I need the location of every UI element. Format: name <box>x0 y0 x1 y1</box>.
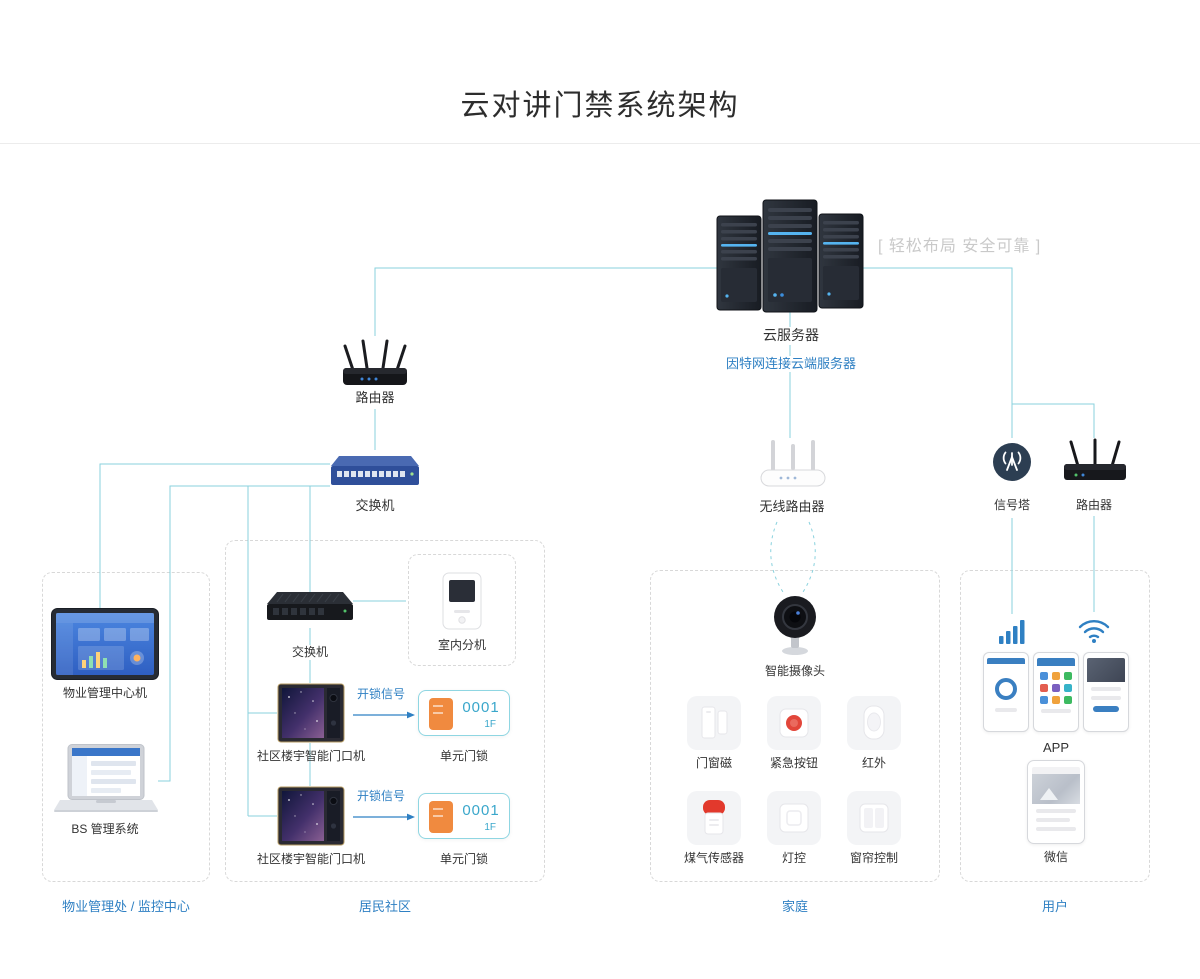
light-control-label: 灯控 <box>781 851 807 865</box>
lock-2-floor: 1F <box>484 822 496 833</box>
main-switch-label: 交换机 <box>355 498 395 513</box>
user-section-label: 用户 <box>1041 899 1069 914</box>
router-left-label: 路由器 <box>349 390 401 407</box>
curtain-control-icon <box>859 803 889 833</box>
unlock-signal-2-label: 开锁信号 <box>356 789 406 803</box>
device-tile-light <box>767 791 821 845</box>
door-station-2-device <box>277 786 345 846</box>
app-dial-ring <box>995 678 1017 700</box>
device-tile-gas <box>687 791 741 845</box>
signal-bars-icon <box>999 620 1025 644</box>
emergency-button-label: 紧急按钮 <box>769 756 819 770</box>
community-switch-icon <box>267 592 353 620</box>
header-divider <box>0 143 1200 144</box>
device-tile-door-window <box>687 696 741 750</box>
network-wires <box>99 267 1095 817</box>
lock-1-number: 0001 <box>462 699 500 716</box>
property-section-label: 物业管理处 / 监控中心 <box>62 899 190 914</box>
internet-link-label: 因特网连接云端服务器 <box>719 356 863 373</box>
signal-tower-label: 信号塔 <box>993 498 1031 512</box>
wechat-phone-screen <box>1032 767 1080 837</box>
infrared-label: 红外 <box>861 756 887 770</box>
app-phone-1 <box>983 652 1029 732</box>
property-center-label: 物业管理中心机 <box>62 686 148 700</box>
home-section-label: 家庭 <box>781 899 809 914</box>
cloud-server-label: 云服务器 <box>757 327 825 345</box>
bs-system-device <box>54 744 158 812</box>
wireless-router-label: 无线路由器 <box>759 499 825 514</box>
wireless-router-icon <box>760 440 826 487</box>
gas-sensor-label: 煤气传感器 <box>683 851 745 865</box>
router-right-label: 路由器 <box>1075 498 1113 512</box>
wireless-link-dashes <box>770 521 816 593</box>
device-tile-infrared <box>847 696 901 750</box>
wechat-article-image <box>1032 774 1080 804</box>
lock-door-icon <box>429 801 453 833</box>
indoor-unit-label: 室内分机 <box>437 638 487 652</box>
app-icon-grid <box>1037 672 1075 704</box>
wechat-label: 微信 <box>1043 850 1069 864</box>
app-label: APP <box>1042 740 1070 755</box>
door-station-1-device <box>277 683 345 743</box>
router-left-icon <box>343 339 407 385</box>
device-tile-emergency <box>767 696 821 750</box>
signal-tower-icon <box>993 443 1031 481</box>
wifi-icon <box>1078 620 1110 643</box>
router-right-icon <box>1064 438 1126 480</box>
door-station-1-label: 社区楼宇智能门口机 <box>256 749 366 763</box>
device-tile-curtain <box>847 791 901 845</box>
community-switch-label: 交换机 <box>285 645 335 660</box>
lock-door-icon <box>429 698 453 730</box>
smart-camera-label: 智能摄像头 <box>764 664 826 678</box>
unit-lock-1: 0001 1F <box>418 690 510 736</box>
unit-lock-1-label: 单元门锁 <box>439 749 489 763</box>
app-phone-3 <box>1083 652 1129 732</box>
emergency-button-icon <box>779 708 809 738</box>
page-title: 云对讲门禁系统架构 <box>460 90 740 122</box>
lock-2-number: 0001 <box>462 802 500 819</box>
door-window-label: 门窗磁 <box>695 756 733 770</box>
bs-system-label: BS 管理系统 <box>71 822 139 836</box>
smart-camera-icon <box>774 596 816 655</box>
light-control-icon <box>779 803 809 833</box>
app-phone-3-screen <box>1087 658 1125 726</box>
unit-lock-2-label: 单元门锁 <box>439 852 489 866</box>
unit-lock-2: 0001 1F <box>418 793 510 839</box>
app-phone-2-screen <box>1037 658 1075 726</box>
door-window-sensor-icon <box>701 706 728 739</box>
unlock-signal-1-label: 开锁信号 <box>356 687 406 701</box>
indoor-unit-device <box>442 572 482 630</box>
curtain-control-label: 窗帘控制 <box>849 851 899 865</box>
unlock-signal-arrows <box>353 711 415 821</box>
infrared-sensor-icon <box>863 705 885 740</box>
tagline-text: [ 轻松布局 安全可靠 ] <box>878 238 1042 255</box>
gas-sensor-icon <box>703 800 725 835</box>
app-phone-2 <box>1033 652 1079 732</box>
door-station-2-label: 社区楼宇智能门口机 <box>256 852 366 866</box>
wechat-phone <box>1027 760 1085 844</box>
main-switch-icon <box>331 456 419 485</box>
cloud-servers-icon <box>716 199 864 313</box>
community-section-label: 居民社区 <box>358 899 412 914</box>
property-center-device <box>51 608 159 680</box>
app-phone-1-screen <box>987 658 1025 726</box>
lock-1-floor: 1F <box>484 719 496 730</box>
